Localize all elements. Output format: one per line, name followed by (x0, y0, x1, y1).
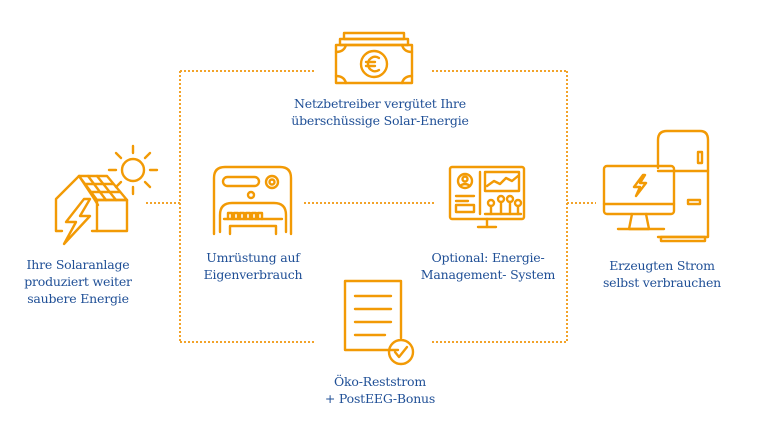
energy-dashboard-monitor-icon (448, 165, 526, 229)
label-solar-line-3: saubere Energie (27, 291, 129, 306)
label-grid-payment-line-1: Netzbetreiber vergütet Ihre (294, 96, 466, 111)
label-consumption-line-2: selbst verbrauchen (602, 275, 722, 290)
solar-house-icon (54, 144, 159, 246)
label-ems-line-2: Management- System (420, 267, 556, 282)
electricity-meter-icon (212, 165, 293, 236)
label-meter: Umrüstung auf Eigenverbrauch (196, 249, 310, 283)
label-solar-line-2: produziert weiter (24, 274, 132, 289)
label-solar: Ihre Solaranlage produziert weiter saube… (18, 256, 138, 307)
label-consumption: Erzeugten Strom selbst verbrauchen (594, 257, 730, 291)
label-solar-line-1: Ihre Solaranlage (26, 257, 130, 272)
connectors (146, 70, 596, 343)
label-grid-payment-line-2: überschüssige Solar-Energie (291, 113, 469, 128)
label-ems-line-1: Optional: Energie- (431, 250, 545, 265)
label-tariff-line-2: + PostEEG-Bonus (324, 391, 436, 406)
label-tariff-line-1: Öko-Reststrom (333, 374, 426, 389)
label-ems: Optional: Energie- Management- System (418, 249, 558, 283)
label-tariff: Öko-Reststrom + PostEEG-Bonus (310, 373, 450, 407)
document-checkmark-icon (343, 279, 415, 366)
euro-banknote-icon (334, 31, 414, 85)
label-meter-line-2: Eigenverbrauch (203, 267, 303, 282)
label-consumption-line-1: Erzeugten Strom (609, 258, 715, 273)
monitor-and-fridge-icon (602, 129, 710, 243)
label-grid-payment: Netzbetreiber vergütet Ihre überschüssig… (270, 95, 490, 129)
label-meter-line-1: Umrüstung auf (206, 250, 300, 265)
